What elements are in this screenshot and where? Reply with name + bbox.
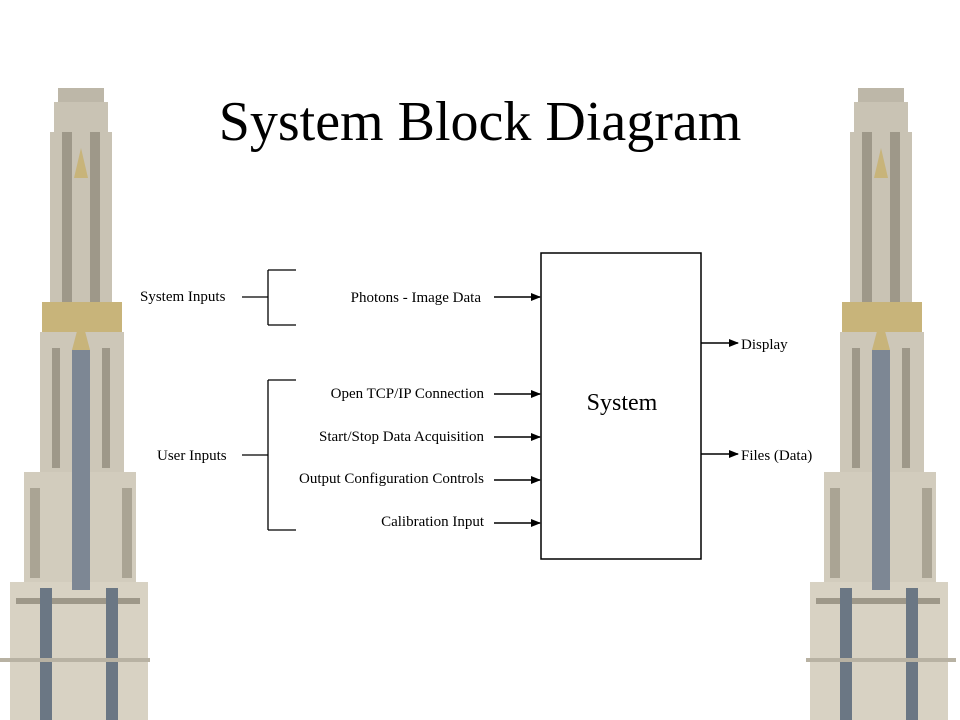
input-label-calibration: Calibration Input (381, 514, 485, 530)
system-inputs-bracket (242, 269, 296, 326)
skyscraper-right-image (806, 88, 956, 720)
skyscraper-left-image (0, 88, 150, 720)
user-inputs-bracket (242, 379, 296, 531)
system-block (540, 252, 702, 560)
system-inputs-label: System Inputs (140, 289, 226, 305)
input-label-photons: Photons - Image Data (351, 290, 482, 306)
user-inputs-label: User Inputs (157, 448, 227, 464)
skyscraper-left-body (0, 88, 150, 720)
output-label-files: Files (Data) (741, 448, 812, 464)
output-label-display: Display (741, 337, 788, 353)
input-label-output-config: Output Configuration Controls (299, 471, 484, 487)
skyscraper-right-body (806, 88, 956, 720)
slide-title: System Block Diagram (218, 91, 742, 153)
system-block-label: System (587, 390, 658, 416)
input-label-start-stop: Start/Stop Data Acquisition (319, 429, 484, 445)
input-label-tcp: Open TCP/IP Connection (331, 386, 485, 402)
